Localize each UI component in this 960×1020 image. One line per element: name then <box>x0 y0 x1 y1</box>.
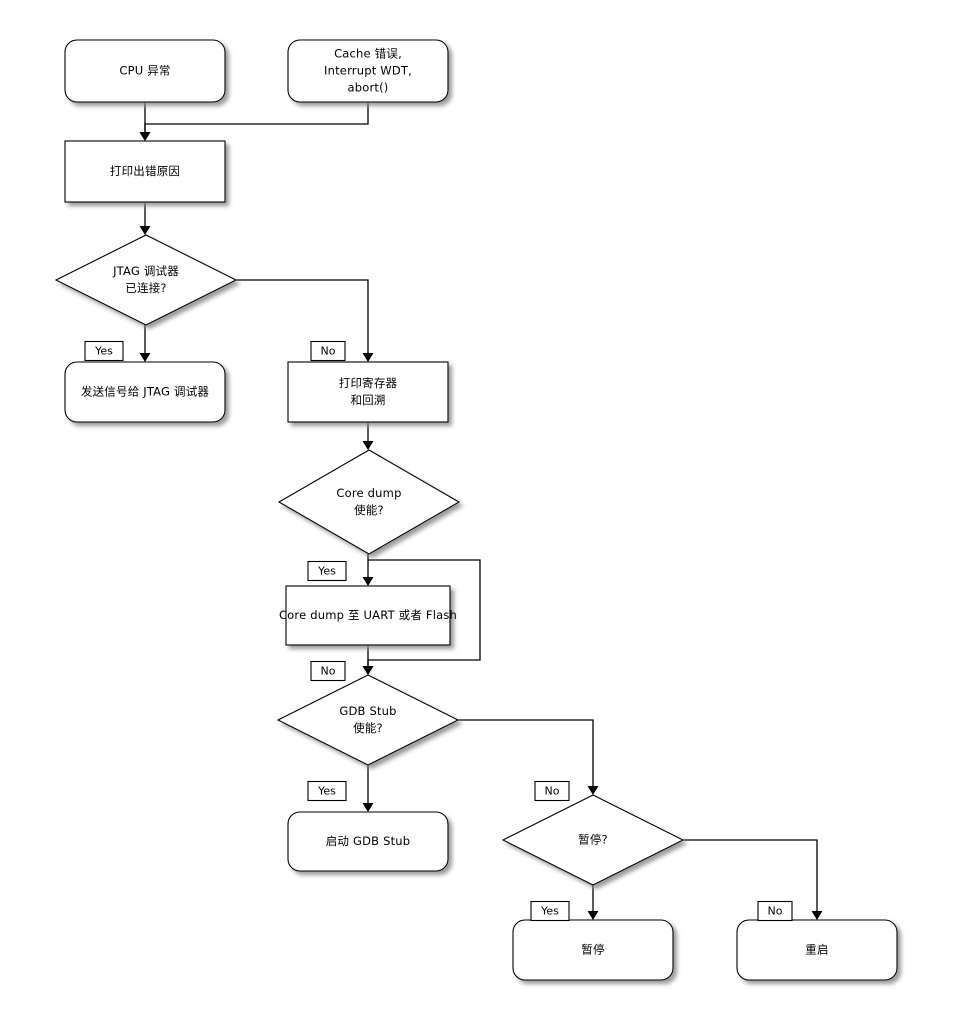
nodes-layer: CPU 异常 Cache 错误, Interrupt WDT, abort() 打印出错… <box>54 39 898 981</box>
node-coredump-enabled[interactable]: Core dump 使能? <box>277 449 461 555</box>
node-reboot[interactable]: 重启 <box>736 919 898 981</box>
arrowhead <box>587 786 599 795</box>
node-label: Cache 错误, <box>334 47 402 61</box>
edge-jtag-yes <box>139 325 151 362</box>
edge-label-box <box>310 660 346 682</box>
node-shape-diamond <box>54 234 238 326</box>
node-shape-rounded-rect <box>512 919 674 981</box>
edge-label-gdbstub-no: No <box>534 780 570 802</box>
edge-label-text: No <box>545 785 560 798</box>
edge-label-box <box>757 900 793 922</box>
node-label: 使能? <box>354 503 384 517</box>
edge-label-text: Yes <box>94 345 113 358</box>
node-signal-jtag[interactable]: 发送信号给 JTAG 调试器 <box>64 361 226 423</box>
arrowhead <box>139 226 151 235</box>
edge-label-jtag-no: No <box>310 340 346 362</box>
node-halt[interactable]: 暂停 <box>512 919 674 981</box>
edge-label-box <box>307 780 347 802</box>
node-label: 暂停? <box>578 833 608 847</box>
edge-label-gdbstub-yes: Yes <box>307 780 347 802</box>
arrowhead <box>362 803 374 812</box>
node-shape-rounded-rect <box>736 919 898 981</box>
node-shape-diamond <box>277 449 461 555</box>
edge-label-text: Yes <box>317 785 336 798</box>
edge-jtag-no <box>236 279 374 362</box>
node-label: 暂停 <box>581 943 604 957</box>
node-label: 使能? <box>353 721 383 735</box>
node-label: 打印出错原因 <box>110 164 180 178</box>
node-cpu-exception[interactable]: CPU 异常 <box>64 39 226 103</box>
arrowhead <box>139 353 151 362</box>
edge-gdbstub-no <box>458 719 599 795</box>
arrowhead <box>362 353 374 362</box>
arrowhead <box>139 132 151 141</box>
node-label: GDB Stub <box>339 704 396 718</box>
node-shape-diamond <box>501 794 685 886</box>
node-label: 和回溯 <box>350 393 385 407</box>
node-print-error-cause[interactable]: 打印出错原因 <box>64 140 226 203</box>
node-label: Core dump <box>336 486 401 500</box>
node-label: abort() <box>348 81 389 95</box>
edge-label-text: Yes <box>317 565 336 578</box>
edge-halt-no <box>683 839 823 920</box>
edge-label-halt-no: No <box>757 900 793 922</box>
node-coredump-to-uart-flash[interactable]: Core dump 至 UART 或者 Flash <box>279 585 457 646</box>
arrowhead <box>811 911 823 920</box>
edge-coredump-yes <box>362 554 374 586</box>
edge-label-halt-yes: Yes <box>530 900 570 922</box>
edge-label-text: Yes <box>540 905 559 918</box>
node-label: 打印寄存器 <box>339 376 398 390</box>
edge-label-box <box>84 340 124 362</box>
edge-label-box <box>534 780 570 802</box>
node-shape-rect <box>285 585 451 646</box>
arrowhead <box>362 666 374 675</box>
node-shape-rect <box>287 361 449 423</box>
edge-gdbstub-yes <box>362 765 374 812</box>
node-label: 发送信号给 JTAG 调试器 <box>81 385 210 399</box>
edges-layer <box>139 102 823 920</box>
node-label: Core dump 至 UART 或者 Flash <box>279 608 457 622</box>
node-start-gdbstub[interactable]: 启动 GDB Stub <box>287 811 449 872</box>
edge-label-box <box>310 340 346 362</box>
edge-label-coredump-no: No <box>310 660 346 682</box>
node-cache-error[interactable]: Cache 错误, Interrupt WDT, abort() <box>287 39 449 103</box>
node-shape-rounded-rect <box>287 39 449 103</box>
node-label: CPU 异常 <box>119 64 170 78</box>
node-shape-diamond <box>276 674 460 766</box>
node-label: 启动 GDB Stub <box>326 834 411 848</box>
edge-label-jtag-yes: Yes <box>84 340 124 362</box>
node-gdbstub-enabled[interactable]: GDB Stub 使能? <box>276 674 460 766</box>
edge-label-box <box>307 560 347 582</box>
node-label: 重启 <box>805 943 828 957</box>
edge-registers-to-coredump <box>362 422 374 450</box>
edge-print-to-jtag <box>139 202 151 235</box>
node-shape-rect <box>64 140 226 203</box>
edge-halt-yes <box>587 885 599 920</box>
edge-label-text: No <box>321 345 336 358</box>
edge-label-coredump-yes: Yes <box>307 560 347 582</box>
edge-coredump-done-to-gdbstub <box>362 645 374 675</box>
node-label: Interrupt WDT, <box>324 64 412 78</box>
node-halt-decision[interactable]: 暂停? <box>501 794 685 886</box>
arrowhead <box>587 911 599 920</box>
edge-label-box <box>530 900 570 922</box>
node-label: JTAG 调试器 <box>112 264 179 278</box>
edge-cache-to-print <box>139 102 369 141</box>
arrowhead <box>362 441 374 450</box>
edge-label-text: No <box>768 905 783 918</box>
node-label: 已连接? <box>125 281 166 295</box>
node-shape-rounded-rect <box>287 811 449 872</box>
arrowhead <box>362 577 374 586</box>
edge-label-text: No <box>321 665 336 678</box>
node-shape-rounded-rect <box>64 361 226 423</box>
node-shape-rounded-rect <box>64 39 226 103</box>
